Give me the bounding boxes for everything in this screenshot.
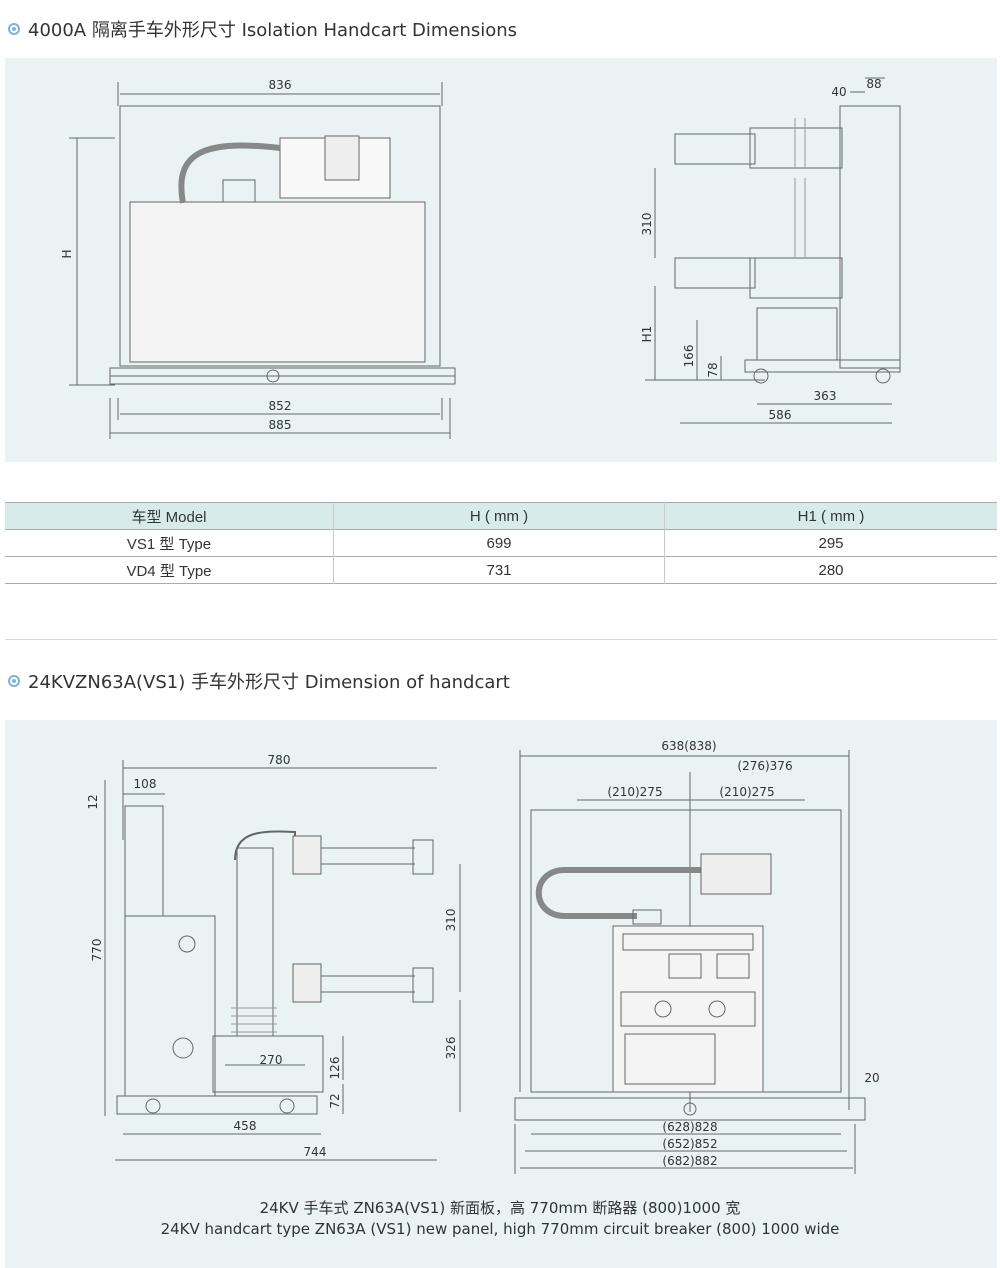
dim-885: 885 (269, 418, 292, 432)
dim-780: 780 (268, 753, 291, 767)
table-cell: 731 (333, 556, 665, 584)
table-header: H ( mm ) (333, 502, 665, 530)
dim-326: 326 (444, 1037, 458, 1060)
dim-40: 40 (831, 85, 846, 99)
table-header-row: 车型 Model H ( mm ) H1 ( mm ) (5, 502, 997, 530)
dim-458: 458 (234, 1119, 257, 1133)
dim-126: 126 (328, 1057, 342, 1080)
dim-744: 744 (304, 1145, 327, 1159)
caption-chinese: 24KV 手车式 ZN63A(VS1) 新面板，高 770mm 断路器 (800… (259, 1199, 741, 1217)
dim-108: 108 (134, 777, 157, 791)
section-heading-isolation: 4000A 隔离手车外形尺寸 Isolation Handcart Dimens… (8, 16, 517, 42)
model-dimension-table: 车型 Model H ( mm ) H1 ( mm ) VS1 型 Type 6… (5, 502, 997, 584)
dim-210-275-right: (210)275 (719, 785, 774, 799)
dim-276-376: (276)376 (737, 759, 792, 773)
table-cell: VD4 型 Type (5, 556, 334, 584)
bullet-icon (8, 23, 20, 35)
dim-836: 836 (269, 78, 292, 92)
table-cell: 280 (818, 561, 844, 579)
dim-652-852: (652)852 (662, 1137, 717, 1151)
drawing-panel-isolation: 836 H 852 885 40 88 310 H1 166 78 363 58… (5, 58, 997, 462)
section-divider (5, 639, 997, 640)
table-cell: VS1 型 Type (5, 529, 334, 557)
dim-310: 310 (640, 213, 654, 236)
zn63a-handcart-drawing: 780 108 12 770 310 326 270 126 72 458 74… (86, 739, 880, 1174)
isolation-handcart-drawing: 836 H 852 885 40 88 310 H1 166 78 363 58… (60, 77, 901, 439)
dim-72: 72 (328, 1093, 342, 1108)
dim-h: H (60, 249, 74, 258)
dim-88: 88 (866, 77, 881, 91)
dim-310: 310 (444, 909, 458, 932)
dim-770: 770 (90, 939, 104, 962)
dim-270: 270 (260, 1053, 283, 1067)
drawing-panel-handcart: 780 108 12 770 310 326 270 126 72 458 74… (5, 720, 997, 1268)
table-cell: 295 (818, 534, 844, 552)
dim-682-882: (682)882 (662, 1154, 717, 1168)
dim-210-275-left: (210)275 (607, 785, 662, 799)
dim-852: 852 (269, 399, 292, 413)
section-title: 24KVZN63A(VS1) 手车外形尺寸 Dimension of handc… (28, 672, 510, 693)
table-header: H1 ( mm ) (797, 507, 865, 525)
dim-h1: H1 (640, 326, 654, 343)
bullet-icon (8, 675, 20, 687)
dim-166: 166 (682, 345, 696, 368)
caption-english: 24KV handcart type ZN63A (VS1) new panel… (160, 1220, 840, 1238)
dim-628-828: (628)828 (662, 1120, 717, 1134)
dim-363: 363 (814, 389, 837, 403)
dim-638-838: 638(838) (661, 739, 716, 753)
table-row: VS1 型 Type 699 295 (5, 529, 997, 557)
table-row: VD4 型 Type 731 280 (5, 556, 997, 584)
dim-78: 78 (706, 362, 720, 377)
dim-20: 20 (864, 1071, 879, 1085)
dim-12: 12 (86, 794, 100, 809)
section-heading-handcart: 24KVZN63A(VS1) 手车外形尺寸 Dimension of handc… (8, 668, 510, 694)
dim-586: 586 (769, 408, 792, 422)
table-cell: 699 (333, 529, 665, 557)
table-header: 车型 Model (5, 502, 334, 530)
section-title: 4000A 隔离手车外形尺寸 Isolation Handcart Dimens… (28, 20, 518, 41)
